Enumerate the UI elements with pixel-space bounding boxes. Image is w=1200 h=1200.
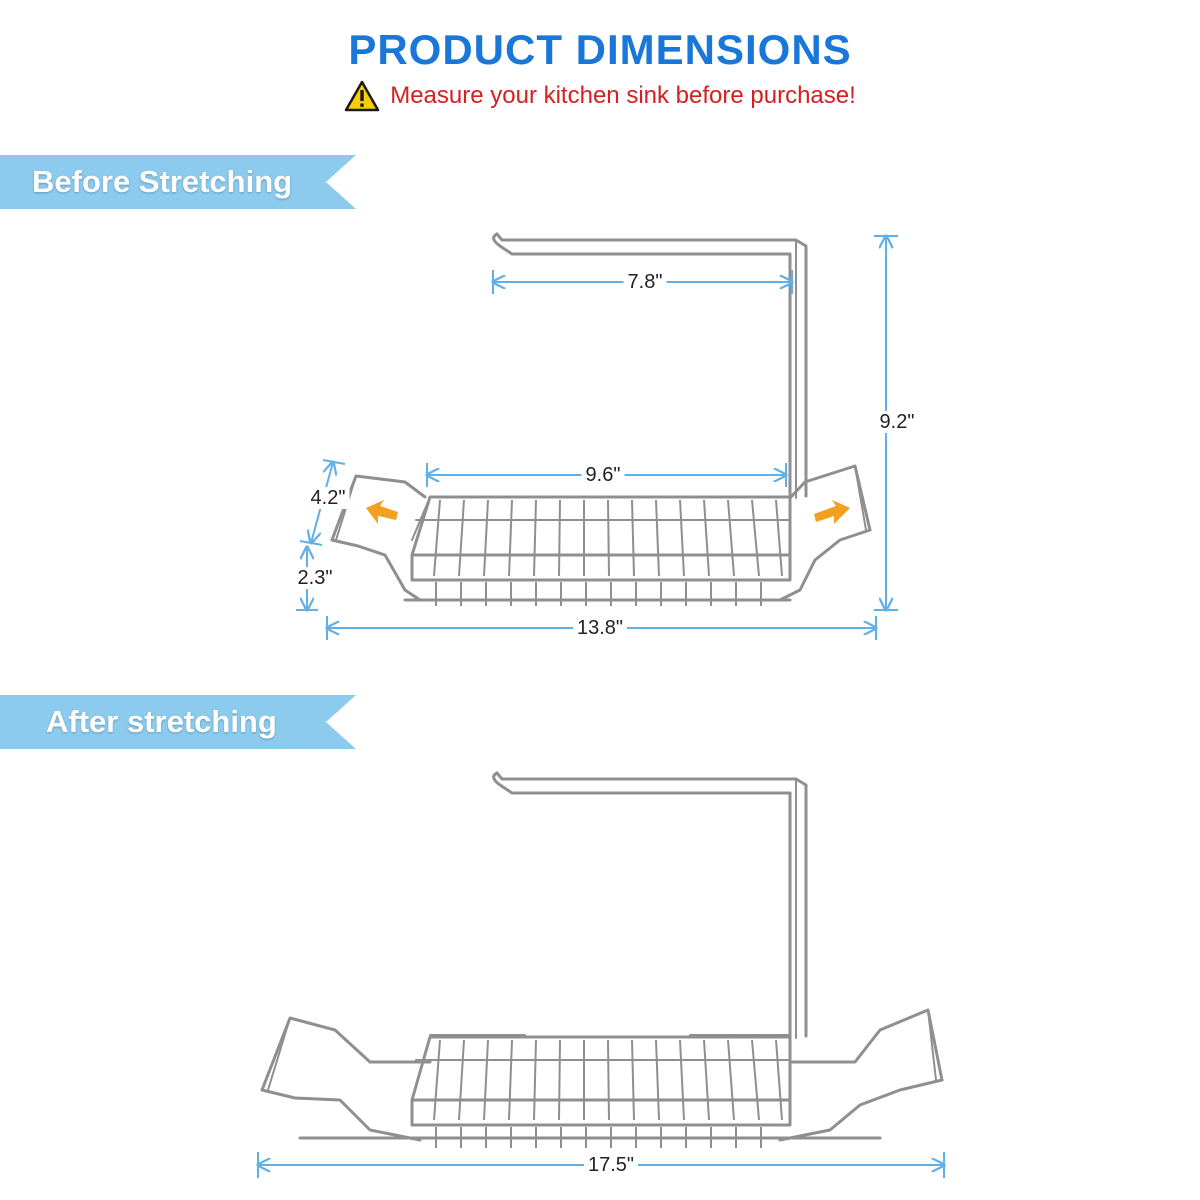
warning-triangle-icon <box>344 80 380 112</box>
basket-wires-after <box>433 1039 783 1121</box>
right-stretch-arrow-icon <box>814 500 850 524</box>
section-banner-before: Before Stretching <box>0 155 356 209</box>
section-label-before: Before Stretching <box>32 164 293 199</box>
dimension-total-width-before: 13.8" <box>572 617 628 639</box>
section-label-after: After stretching <box>46 704 277 739</box>
warning-note: Measure your kitchen sink before purchas… <box>0 80 1200 112</box>
basket-wires-before <box>433 499 783 577</box>
dimension-basket-height: 2.3" <box>293 567 337 589</box>
page-title: PRODUCT DIMENSIONS <box>348 26 852 73</box>
section-banner-after: After stretching <box>0 695 356 749</box>
dimension-handle-width: 7.8" <box>623 271 667 293</box>
dimension-total-width-after: 17.5" <box>583 1154 639 1176</box>
dimension-depth: 4.2" <box>306 487 350 509</box>
rack-before-stretching <box>330 232 872 602</box>
rack-after-stretching <box>260 771 944 1142</box>
basket-feet-after <box>435 1127 762 1148</box>
left-stretch-arrow-icon <box>366 500 398 524</box>
dimension-height: 9.2" <box>875 411 919 433</box>
warning-text: Measure your kitchen sink before purchas… <box>390 82 856 109</box>
dimension-basket-width: 9.6" <box>581 464 625 486</box>
basket-feet-before <box>435 582 762 606</box>
